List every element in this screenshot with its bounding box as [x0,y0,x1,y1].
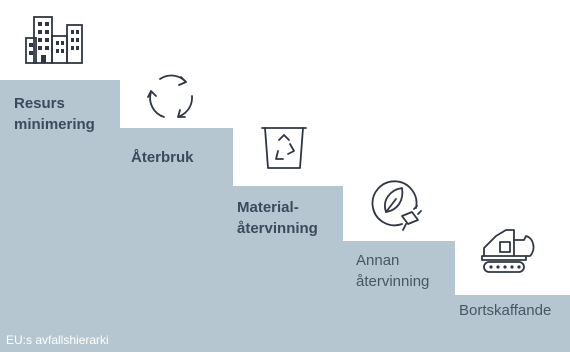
diagram-caption: EU:s avfallshierarki [6,333,109,347]
step-label-aterbruk: Återbruk [131,149,194,166]
step-label-bortskaffande: Bortskaffande [459,302,552,319]
step-label-annan-atervinning: Annan återvinning [356,252,430,290]
staircase-shape [0,80,570,352]
buildings-icon [25,16,83,64]
excavator-icon [481,229,535,273]
recycle-arrows-icon [147,74,193,118]
leaf-plug-icon [371,180,422,231]
step-label-materialatervinning: Material- återvinning [237,199,318,237]
step-label-resursminimering: Resurs minimering [14,95,95,133]
recycle-bin-icon [261,127,307,169]
